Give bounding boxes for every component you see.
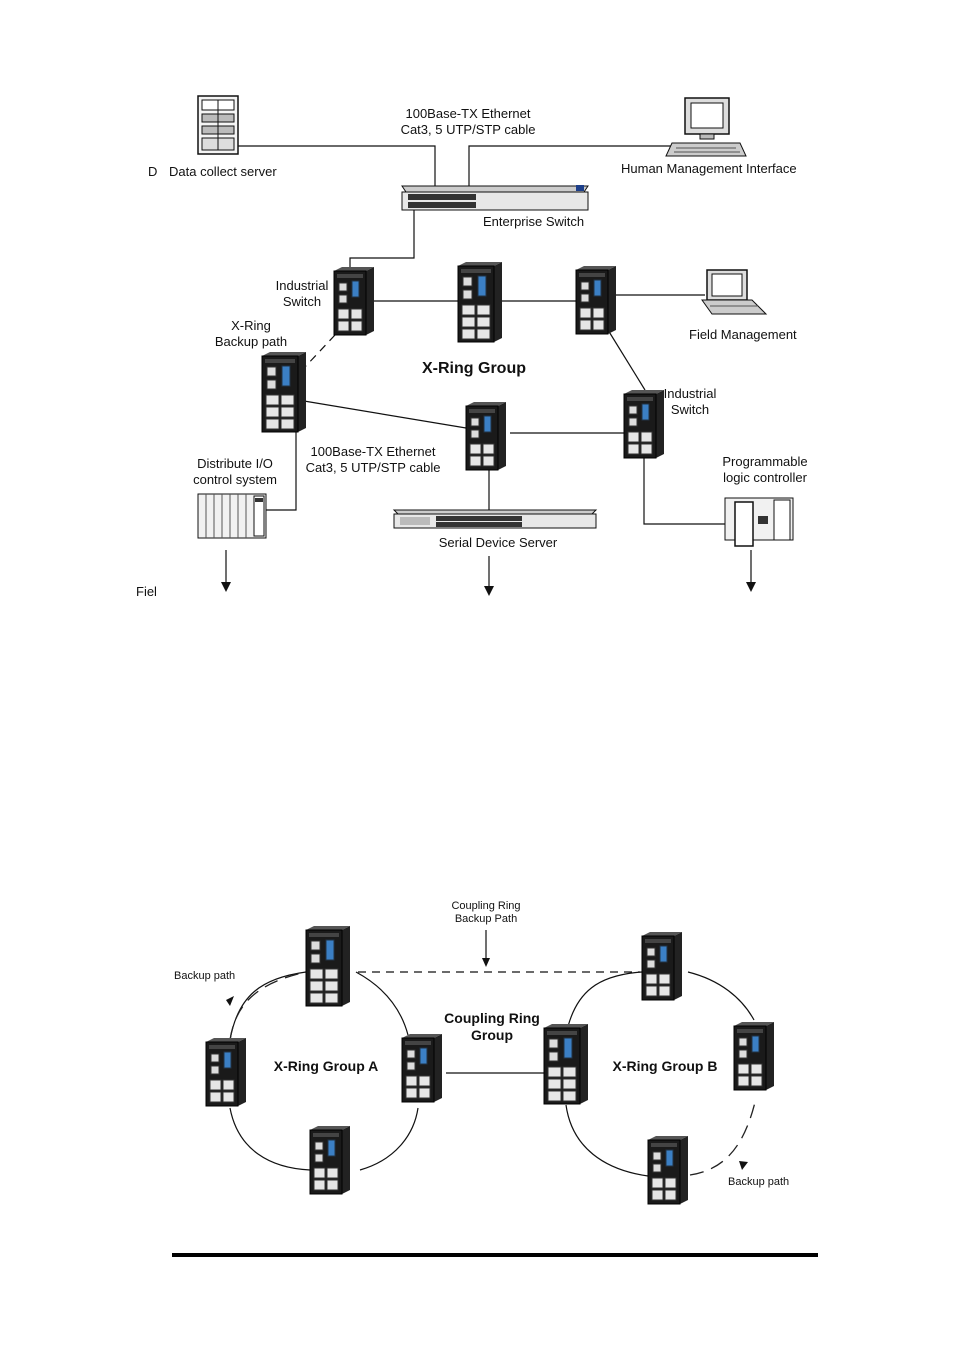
industrial-switch-icon [261,351,307,433]
enterprise-switch-icon [401,185,589,211]
plc-icon [724,497,794,547]
industrial-switch-icon [401,1033,443,1103]
field-management-label: Field Management [689,327,797,342]
group-a-label: X-Ring Group A [274,1058,378,1074]
industrial-switch-icon [623,389,665,459]
distribute-io-label-1: Distribute I/O [197,456,273,471]
data-server-prefix: D [148,164,157,179]
industrial-switch-icon [641,931,683,1001]
laptop-icon [701,269,768,315]
field-prefix-label: Fiel [136,584,157,599]
down-arrow-icon [221,550,231,592]
industrial-switch-icon [543,1023,589,1105]
enterprise-switch-label: Enterprise Switch [483,214,584,229]
xring-backup-label-1: X-Ring [231,318,271,333]
down-arrow-icon [484,556,494,596]
xring-group-label: X-Ring Group [422,360,526,377]
coupling-backup-label-2: Backup Path [455,913,517,925]
plc-label-2: logic controller [723,470,807,485]
page-divider [172,1253,818,1257]
industrial-switch-icon [733,1021,775,1091]
workstation-icon [665,97,747,157]
backup-path-left-label: Backup path [174,970,235,982]
server-icon [197,95,239,155]
down-arrow-icon [746,550,756,592]
serial-server-label: Serial Device Server [439,535,558,550]
hmi-label: Human Management Interface [621,161,797,176]
xring-backup-label-2: Backup path [215,334,287,349]
industrial-switch-icon [465,401,507,471]
data-server-label: Data collect server [169,164,277,179]
plc-label-1: Programmable [722,454,807,469]
industrial-switch-icon [205,1037,247,1107]
distribute-io-label-2: control system [193,472,277,487]
io-rack-icon [197,493,267,539]
coupling-backup-label-1: Coupling Ring [451,900,520,912]
cable-label-bottom-2: Cat3, 5 UTP/STP cable [306,460,441,475]
industrial-switch-label-1b: Switch [283,294,321,309]
coupling-group-label-1: Coupling Ring [444,1010,540,1026]
industrial-switch-icon [333,266,375,336]
group-b-label: X-Ring Group B [613,1058,718,1074]
industrial-switch-icon [305,925,351,1007]
cable-label-top-2: Cat3, 5 UTP/STP cable [401,122,536,137]
industrial-switch-label-2b: Switch [671,402,709,417]
industrial-switch-icon [575,265,617,335]
industrial-switch-icon [309,1125,351,1195]
industrial-switch-icon [647,1135,689,1205]
cable-label-top-1: 100Base-TX Ethernet [405,106,530,121]
industrial-switch-icon [457,261,503,343]
industrial-switch-label-1a: Industrial [276,278,329,293]
cable-label-bottom-1: 100Base-TX Ethernet [310,444,435,459]
coupling-group-label-2: Group [471,1027,513,1043]
industrial-switch-label-2a: Industrial [664,386,717,401]
top-links [237,145,725,525]
backup-path-right-label: Backup path [728,1176,789,1188]
bottom-links [226,930,757,1177]
serial-device-server-icon [392,509,598,529]
